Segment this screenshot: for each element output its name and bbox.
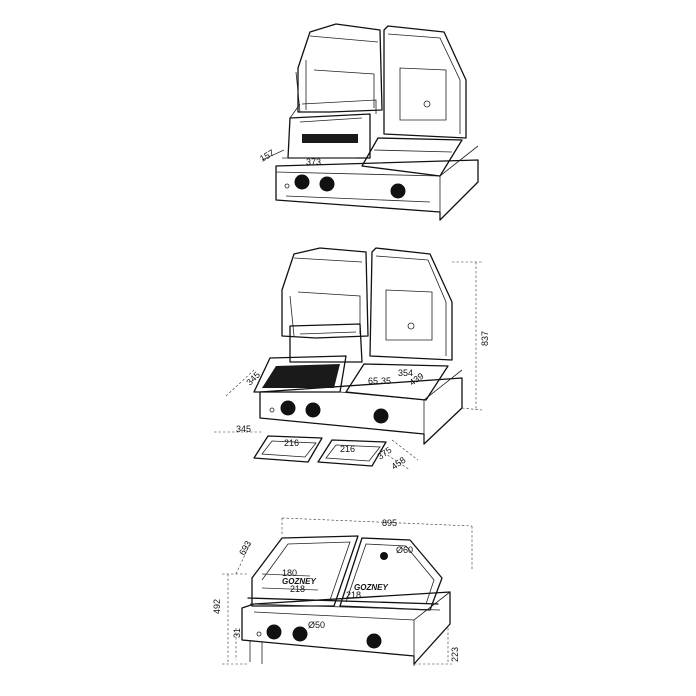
dim-height-middle: 837 bbox=[480, 331, 490, 346]
dim-tray-right-depth: 375 bbox=[375, 445, 393, 462]
knob-icon bbox=[366, 633, 382, 649]
dim-burner-b: 35 bbox=[381, 376, 391, 386]
top-view-grill-open bbox=[261, 23, 479, 221]
dim-lid-width-c: 218 bbox=[346, 590, 361, 600]
knob-icon bbox=[319, 176, 335, 192]
knob-icon bbox=[390, 183, 406, 199]
dim-tray-right-width: 216 bbox=[340, 444, 355, 454]
knob-icon bbox=[305, 402, 321, 418]
dim-leg-height: 223 bbox=[450, 647, 460, 662]
dim-depth-bottom: 693 bbox=[237, 539, 253, 557]
brand-logo-left: GOZNEY bbox=[282, 577, 316, 586]
dim-knob-offset: 31 bbox=[232, 628, 242, 638]
knob-icon bbox=[292, 626, 308, 642]
dim-total-width: 895 bbox=[382, 518, 397, 528]
dim-burner-a: 65 bbox=[368, 376, 378, 386]
dim-tray-left-width: 216 bbox=[284, 438, 299, 448]
knob-icon bbox=[266, 624, 282, 640]
dim-griddle-width: 354 bbox=[398, 368, 413, 378]
middle-view-exploded bbox=[214, 247, 483, 471]
dim-grill-width-top: 373 bbox=[306, 157, 321, 167]
knob-icon bbox=[373, 408, 389, 424]
dim-lid-width-b: 218 bbox=[290, 584, 305, 594]
dim-lid-width-a: 180 bbox=[282, 568, 297, 578]
dim-tray-offset: 458 bbox=[389, 455, 407, 472]
dim-grill-depth-middle: 345 bbox=[244, 370, 262, 388]
dim-grill-depth-top: 157 bbox=[258, 148, 276, 164]
thermometer-icon bbox=[380, 552, 388, 560]
dim-base-depth: 345 bbox=[236, 424, 251, 434]
dim-knob-diameter: Ø50 bbox=[308, 620, 325, 630]
knob-icon bbox=[294, 174, 310, 190]
bottom-view-closed bbox=[222, 517, 473, 666]
brand-logo-right: GOZNEY bbox=[354, 583, 388, 592]
knob-icon bbox=[280, 400, 296, 416]
dim-total-height: 492 bbox=[212, 599, 222, 614]
dim-thermometer-diameter: Ø60 bbox=[396, 545, 413, 555]
